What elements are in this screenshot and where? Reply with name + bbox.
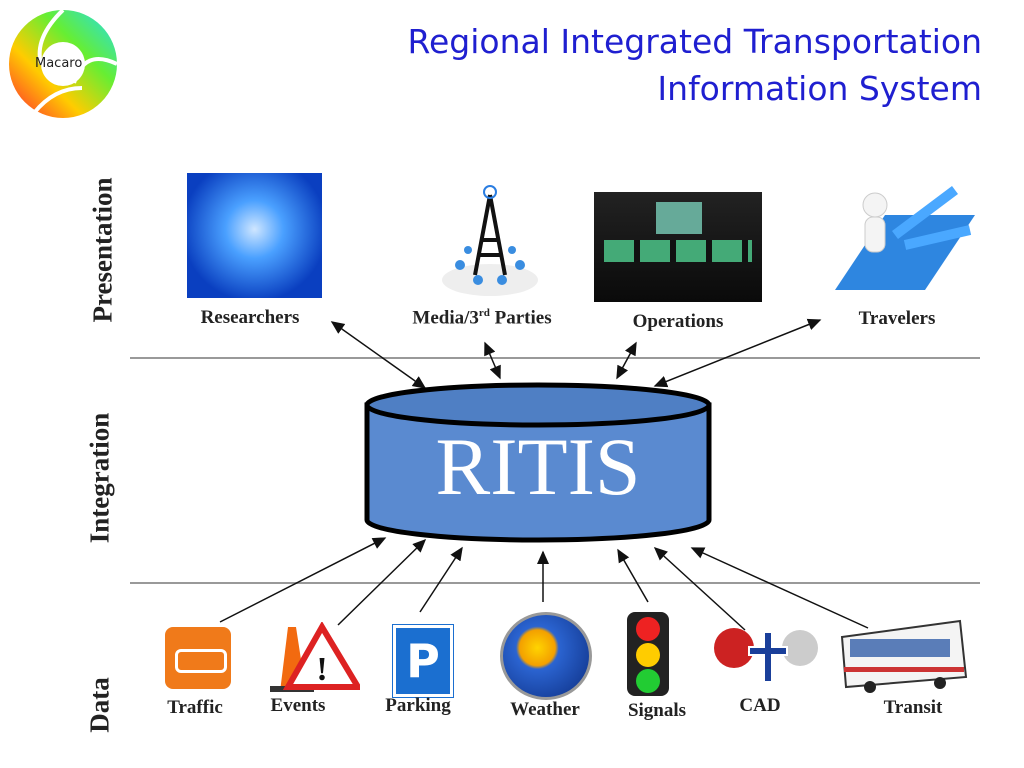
traffic-icon xyxy=(165,627,231,689)
label-operations: Operations xyxy=(632,311,724,332)
svg-text:!: ! xyxy=(316,651,327,688)
ritis-label: RITIS xyxy=(435,421,641,512)
arrow-events xyxy=(337,538,427,626)
divider-top xyxy=(130,357,980,359)
media-tower-image xyxy=(440,180,540,300)
label-researchers: Researchers xyxy=(200,307,300,328)
label-travelers: Travelers xyxy=(858,308,936,329)
researchers-image xyxy=(187,173,322,298)
arrow-travelers xyxy=(653,318,822,388)
arrow-media xyxy=(484,341,501,380)
ritis-cylinder xyxy=(364,382,712,543)
transit-bus-icon xyxy=(840,617,968,695)
label-weather: Weather xyxy=(510,699,580,720)
travelers-image xyxy=(835,175,975,292)
cad-icon xyxy=(712,622,818,692)
arrow-parking xyxy=(419,546,463,613)
arrow-researchers xyxy=(330,321,427,389)
label-signals: Signals xyxy=(627,700,687,721)
traffic-signal-icon xyxy=(627,612,669,696)
arrow-signals xyxy=(617,548,649,603)
logo-text: Macaro xyxy=(35,56,83,71)
label-parking: Parking xyxy=(385,695,451,716)
page-title: Regional Integrated Transportation Infor… xyxy=(407,22,982,108)
label-media: Media/3rd Parties xyxy=(412,307,552,329)
operations-image xyxy=(594,192,762,302)
arrow-operations xyxy=(616,341,637,380)
label-cad: CAD xyxy=(739,695,781,716)
arrow-traffic xyxy=(219,537,387,623)
label-transit: Transit xyxy=(883,697,943,718)
events-icon: ! xyxy=(260,621,364,694)
label-traffic: Traffic xyxy=(167,697,223,718)
label-events: Events xyxy=(270,695,326,716)
arrow-cad xyxy=(653,546,746,631)
arrow-transit xyxy=(690,547,869,629)
parking-icon: P xyxy=(392,624,454,698)
macaro-logo: Macaro xyxy=(4,8,122,120)
divider-bottom xyxy=(130,582,980,584)
weather-icon xyxy=(500,612,592,700)
